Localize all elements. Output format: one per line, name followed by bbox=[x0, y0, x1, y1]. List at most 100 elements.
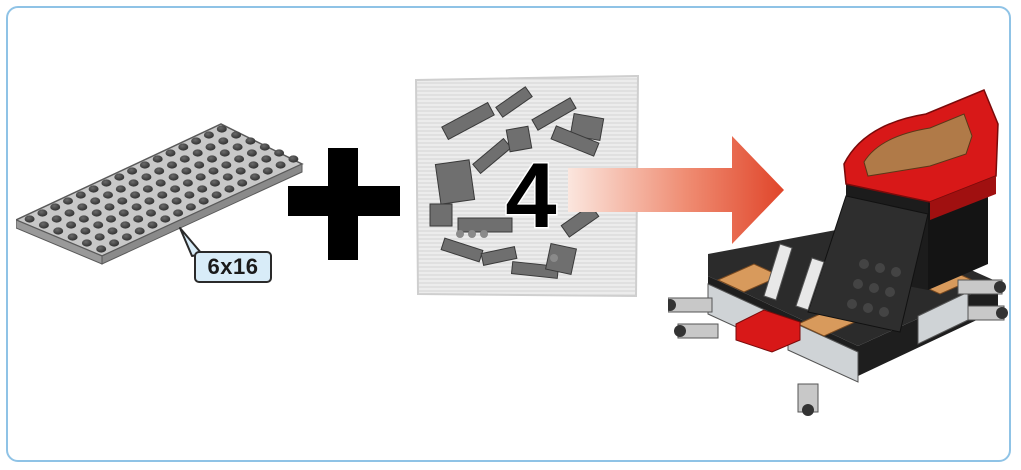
plate-stud bbox=[140, 161, 150, 168]
plate-size-label: 6x16 bbox=[194, 251, 272, 283]
plate-stud bbox=[65, 209, 75, 216]
plate-stud bbox=[77, 203, 87, 210]
plate-stud bbox=[207, 155, 217, 162]
plate-stud bbox=[68, 233, 78, 240]
plate-stud bbox=[224, 185, 234, 192]
plate-stud bbox=[249, 161, 259, 168]
plate-stud bbox=[261, 155, 271, 162]
plate-stud bbox=[92, 209, 102, 216]
plate-stud bbox=[159, 203, 169, 210]
plate-stud bbox=[166, 149, 176, 156]
plate-stud bbox=[181, 167, 191, 174]
plate-stud bbox=[234, 155, 244, 162]
plate-stud bbox=[146, 209, 156, 216]
plate-stud bbox=[180, 155, 190, 162]
plate-stud bbox=[247, 149, 257, 156]
plate-stud bbox=[76, 191, 86, 198]
plate-stud bbox=[206, 143, 216, 150]
plate-stud bbox=[220, 149, 230, 156]
plate-stud bbox=[217, 125, 227, 132]
plate-stud bbox=[223, 173, 233, 180]
plate-stud bbox=[117, 197, 127, 204]
plate-stud bbox=[114, 173, 124, 180]
plate-stud bbox=[119, 209, 129, 216]
plate-stud bbox=[194, 161, 204, 168]
plate-stud bbox=[120, 221, 130, 228]
plate-stud bbox=[143, 185, 153, 192]
plate-stud bbox=[245, 137, 255, 144]
plate-stud bbox=[172, 197, 182, 204]
plate-stud bbox=[109, 239, 119, 246]
plate-stud bbox=[63, 197, 73, 204]
plate-stud bbox=[183, 179, 193, 186]
plate-stud bbox=[108, 227, 118, 234]
plate-stud bbox=[133, 215, 143, 222]
plate-stud bbox=[156, 179, 166, 186]
plate-stud bbox=[153, 155, 163, 162]
plate-stud bbox=[116, 185, 126, 192]
plate-stud bbox=[260, 143, 270, 150]
plus-icon bbox=[288, 148, 400, 260]
plate-stud bbox=[173, 209, 183, 216]
plate-stud bbox=[52, 215, 62, 222]
plate-stud bbox=[209, 167, 219, 174]
plate-stud bbox=[25, 215, 35, 222]
plate-stud bbox=[212, 191, 222, 198]
plate-stud bbox=[197, 185, 207, 192]
bag-number: 4 bbox=[495, 148, 567, 244]
plate-stud bbox=[141, 173, 151, 180]
plate-stud bbox=[193, 149, 203, 156]
instruction-step-panel: 6x16 bbox=[6, 6, 1011, 462]
plate-stud bbox=[154, 167, 164, 174]
plate-stud bbox=[103, 191, 113, 198]
plate-stud bbox=[89, 185, 99, 192]
plate-stud bbox=[167, 161, 177, 168]
plate-stud bbox=[148, 221, 158, 228]
plate-stud bbox=[196, 173, 206, 180]
plate-stud bbox=[129, 179, 139, 186]
plate-stud bbox=[170, 185, 180, 192]
plate-stud bbox=[130, 191, 140, 198]
plate-stud bbox=[160, 215, 170, 222]
plate-stud bbox=[169, 173, 179, 180]
plate-stud bbox=[191, 137, 201, 144]
plate-stud bbox=[276, 161, 286, 168]
plate-stud bbox=[90, 197, 100, 204]
plate-stud bbox=[93, 221, 103, 228]
plate-stud bbox=[50, 203, 60, 210]
built-model-icon bbox=[668, 84, 1008, 420]
plate-stud bbox=[186, 203, 196, 210]
plate-stud bbox=[79, 215, 89, 222]
plate-stud bbox=[274, 149, 284, 156]
plate-stud bbox=[37, 209, 47, 216]
plate-stud bbox=[66, 221, 76, 228]
plate-stud bbox=[199, 197, 209, 204]
plate-stud bbox=[210, 179, 220, 186]
plate-stud bbox=[82, 239, 92, 246]
plate-stud bbox=[96, 245, 106, 252]
plate-stud bbox=[204, 131, 214, 138]
plate-stud bbox=[250, 173, 260, 180]
plate-stud bbox=[101, 179, 111, 186]
plate-stud bbox=[157, 191, 167, 198]
plate-stud bbox=[80, 227, 90, 234]
plate-stud bbox=[95, 233, 105, 240]
plate-stud bbox=[178, 143, 188, 150]
plate-stud bbox=[218, 137, 228, 144]
plate-stud bbox=[135, 227, 145, 234]
plate-stud bbox=[236, 167, 246, 174]
plate-stud bbox=[184, 191, 194, 198]
plate-stud bbox=[106, 215, 116, 222]
plate-stud bbox=[127, 167, 137, 174]
plate-stud bbox=[105, 203, 115, 210]
plate-stud bbox=[122, 233, 132, 240]
plate-stud bbox=[237, 179, 247, 186]
plate-stud bbox=[144, 197, 154, 204]
baseplate-6x16-icon bbox=[16, 120, 316, 270]
plate-stud bbox=[231, 131, 241, 138]
plate-stud bbox=[221, 161, 231, 168]
plate-stud bbox=[39, 221, 49, 228]
plate-stud bbox=[53, 227, 63, 234]
plate-stud bbox=[132, 203, 142, 210]
plate-stud bbox=[263, 167, 273, 174]
